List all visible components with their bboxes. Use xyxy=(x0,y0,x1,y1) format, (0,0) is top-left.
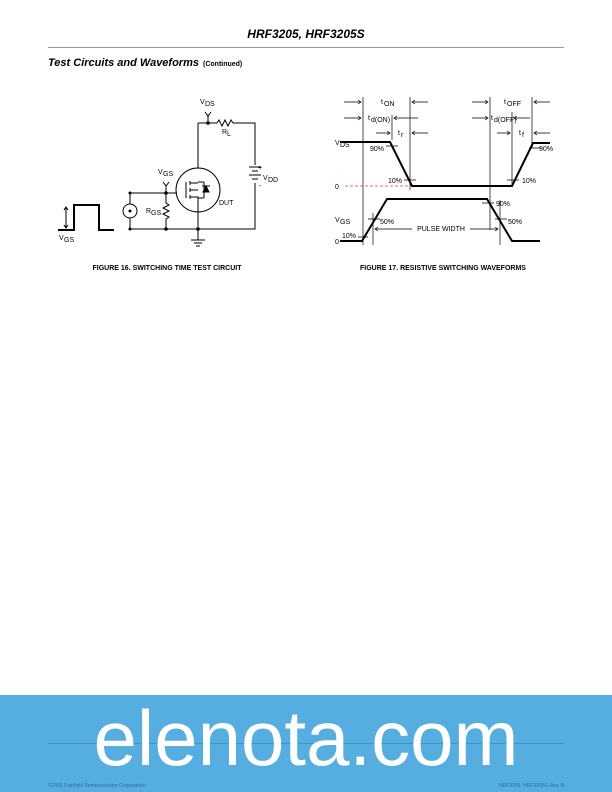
pulse-width-label: PULSE WIDTH xyxy=(417,226,465,233)
vds-10-right-label: 10% xyxy=(522,178,536,185)
fig16-vgs-sub: GS xyxy=(163,171,173,178)
timing-lines xyxy=(362,97,533,245)
tr-sub: r xyxy=(401,132,404,139)
fig16-vdd-sub: DD xyxy=(268,177,278,184)
percent-ticks xyxy=(358,145,541,238)
section-title-text: Test Circuits and Waveforms xyxy=(48,57,199,69)
vgs-sub: GS xyxy=(340,219,350,226)
ground-icon xyxy=(191,239,205,247)
input-pulse xyxy=(58,204,114,231)
vds-10-label: 10% xyxy=(388,178,402,185)
resistor-rl xyxy=(216,118,234,128)
vgs-50-label: 50% xyxy=(380,219,394,226)
wire xyxy=(129,122,256,240)
fig16-dut-label: DUT xyxy=(219,200,234,207)
fig16-rl-sub: L xyxy=(227,131,231,138)
figure-17-waveforms xyxy=(340,97,550,245)
tf-label: t xyxy=(519,130,521,137)
page-header-title: HRF3205, HRF3205S xyxy=(247,27,365,41)
ton-label: t xyxy=(381,99,383,106)
fig16-vgs-pulse-label: V xyxy=(59,235,64,242)
vgs-50-right-label: 50% xyxy=(508,219,522,226)
fig16-vgs-pulse-sub: GS xyxy=(64,237,74,244)
tf-sub: f xyxy=(522,132,524,139)
vds-waveform xyxy=(340,141,550,187)
amplitude-arrow xyxy=(63,206,69,229)
body-diode-icon xyxy=(202,184,210,193)
pulse-source xyxy=(122,203,138,219)
vds-sub: DS xyxy=(340,142,350,149)
vgs-10-label: 10% xyxy=(342,233,356,240)
resistor-rgs xyxy=(161,193,171,229)
fig16-rgs-sub: GS xyxy=(151,210,161,217)
zero-label-vgs: 0 xyxy=(335,239,339,246)
toff-sub: OFF xyxy=(507,101,521,108)
footer-part-rev: HRF3205, HRF3205S Rev. B xyxy=(499,783,564,789)
mosfet-symbol xyxy=(185,181,205,212)
toff-label: t xyxy=(504,99,506,106)
section-title: Test Circuits and Waveforms (Continued) xyxy=(48,57,242,69)
footer-copyright: ©2001 Fairchild Semiconductor Corporatio… xyxy=(48,783,146,789)
fig16-vgs-label: V xyxy=(158,169,163,176)
fig16-vds-sub: DS xyxy=(205,101,215,108)
tdon-sub: d(ON) xyxy=(371,117,390,124)
figure-17-caption: FIGURE 17. RESISTIVE SWITCHING WAVEFORMS xyxy=(360,265,526,272)
vgs-90-label: 90% xyxy=(496,201,510,208)
section-note: (Continued) xyxy=(203,61,243,68)
ton-sub: ON xyxy=(384,101,395,108)
header-rule xyxy=(48,47,564,48)
junction-dots xyxy=(128,121,210,231)
battery-icon xyxy=(249,166,261,180)
vgs-waveform xyxy=(340,198,540,242)
fig16-vdd-label: V xyxy=(263,175,268,182)
fig16-vds-label: V xyxy=(200,99,205,106)
tdon-label: t xyxy=(368,115,370,122)
footer-rule xyxy=(48,743,564,744)
watermark-text: elenota.com xyxy=(93,694,519,782)
figure-16-circuit xyxy=(58,111,261,247)
vds-90-right-label: 90% xyxy=(539,146,553,153)
figure-16-caption: FIGURE 16. SWITCHING TIME TEST CIRCUIT xyxy=(93,265,243,272)
fig16-rl-label: R xyxy=(222,129,227,136)
tdoff-label: t xyxy=(491,115,493,122)
vgs-label: V xyxy=(335,217,340,224)
vds-90-label: 90% xyxy=(370,146,384,153)
timing-arrows xyxy=(344,99,550,232)
fig16-minus: - xyxy=(259,183,262,190)
fig16-plus: + xyxy=(258,165,262,172)
fig16-rgs-label: R xyxy=(146,208,151,215)
tdoff-sub: d(OFF) xyxy=(494,117,517,124)
zero-label-vds: 0 xyxy=(335,184,339,191)
vds-label: V xyxy=(335,140,340,147)
tr-label: t xyxy=(398,130,400,137)
